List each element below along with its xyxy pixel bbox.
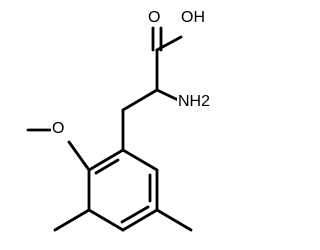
- carboxyl-oxygen-label: O: [148, 9, 160, 26]
- bond-ring-6: [121, 148, 159, 172]
- bond-ring-methyl-left: [53, 208, 91, 232]
- bond-alpha-ch2: [121, 88, 159, 112]
- hydroxyl-label-bg: [180, 6, 214, 26]
- bond-ring-1: [87, 148, 125, 172]
- bond-ring-methyl-right: [155, 208, 193, 232]
- amine-label: NH2: [178, 93, 210, 110]
- atom-labels: O OH NH2 O: [51, 6, 219, 138]
- methoxy-oxygen-label-bg: [51, 117, 71, 138]
- bond-alpha-nh2: [155, 88, 180, 102]
- bond-carboxyl-c-oh: [155, 35, 183, 52]
- hydroxyl-label: OH: [181, 9, 205, 26]
- chemical-structure: O OH NH2 O: [26, 6, 219, 232]
- bond-ring-inner-2: [120, 205, 150, 224]
- bond-ring-inner-1: [94, 158, 120, 175]
- amine-label-bg: [177, 91, 219, 111]
- bond-ring-3: [87, 208, 125, 232]
- bond-ring-4: [121, 208, 159, 232]
- bonds: [26, 26, 193, 232]
- bond-ring-methoxy-o: [67, 140, 91, 172]
- carboxyl-oxygen-label-bg: [147, 6, 167, 26]
- methoxy-oxygen-label: O: [52, 120, 64, 137]
